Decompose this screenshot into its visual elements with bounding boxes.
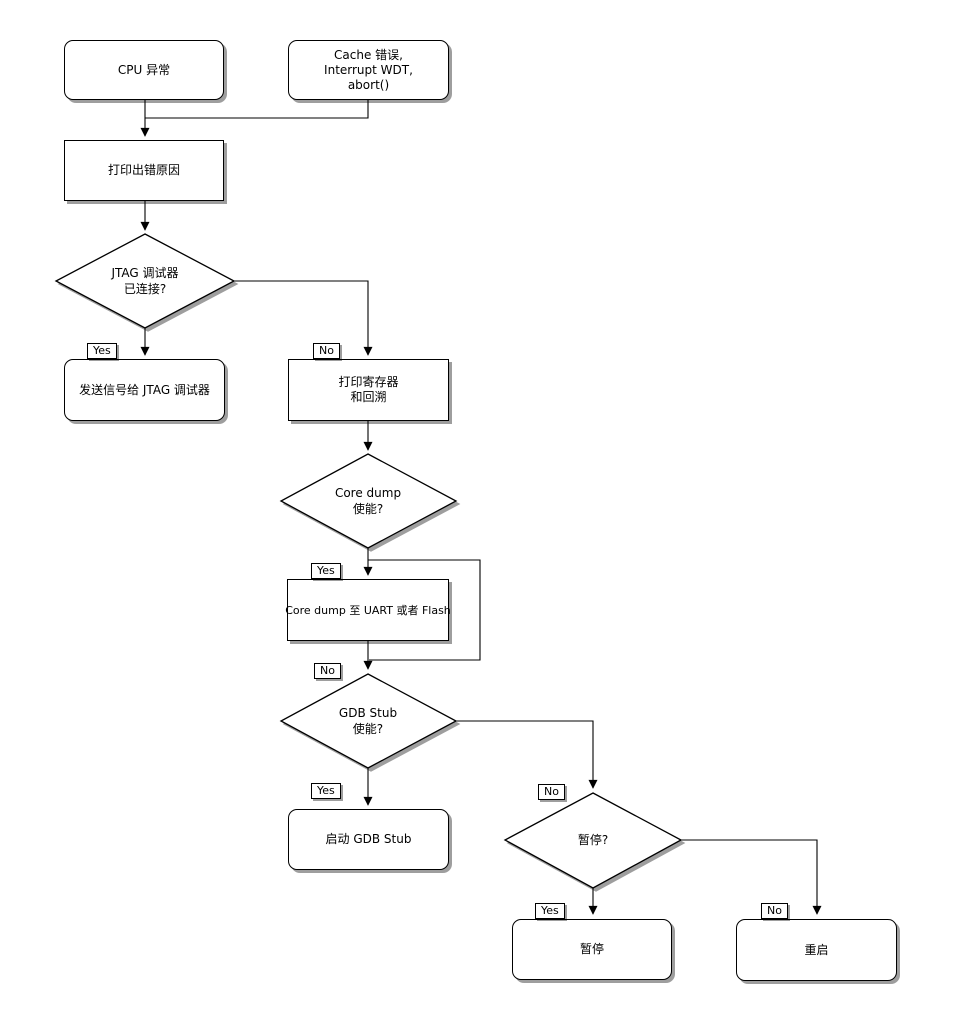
- edge-gdb-no: [456, 720, 598, 789]
- edge-halt-no: [681, 839, 822, 915]
- node-start-gdbstub: 启动 GDB Stub: [288, 809, 449, 870]
- label-gdbstub-enabled: GDB Stub 使能?: [338, 706, 398, 736]
- edge-jtag-no: [234, 280, 373, 356]
- diamond-coredump-enabled: [279, 453, 458, 549]
- node-print-registers-backtrace: 打印寄存器 和回溯: [288, 359, 449, 421]
- node-halt: 暂停: [512, 919, 672, 980]
- node-reboot: 重启: [736, 919, 897, 981]
- edge-label-coredump-yes: Yes: [311, 563, 341, 579]
- edge-label-jtag-no: No: [313, 343, 340, 359]
- edge-label-halt-no: No: [761, 903, 788, 919]
- node-cpu-exception: CPU 异常: [64, 40, 224, 100]
- node-print-error-reason: 打印出错原因: [64, 140, 224, 201]
- edge-label-jtag-yes: Yes: [87, 343, 117, 359]
- edge-label-gdb-no: No: [538, 784, 565, 800]
- edge-coredump-no-bypass: [368, 559, 481, 661]
- edge-label-halt-yes: Yes: [535, 903, 565, 919]
- node-send-signal-jtag: 发送信号给 JTAG 调试器: [64, 359, 225, 421]
- label-jtag-connected: JTAG 调试器 已连接?: [111, 266, 179, 296]
- label-halt-question: 暂停?: [577, 833, 609, 847]
- edge-label-gdb-yes: Yes: [311, 783, 341, 799]
- node-coredump-uart-flash: Core dump 至 UART 或者 Flash: [285, 579, 451, 641]
- edge-label-coredump-no: No: [314, 663, 341, 679]
- edge-cache-merge: [145, 99, 369, 119]
- node-cache-error: Cache 错误, Interrupt WDT, abort(): [288, 40, 449, 100]
- diamond-halt-question: [503, 792, 683, 889]
- diamond-gdbstub-enabled: [279, 673, 458, 769]
- diamond-jtag-connected: [54, 233, 236, 329]
- label-coredump-enabled: Core dump 使能?: [334, 486, 402, 516]
